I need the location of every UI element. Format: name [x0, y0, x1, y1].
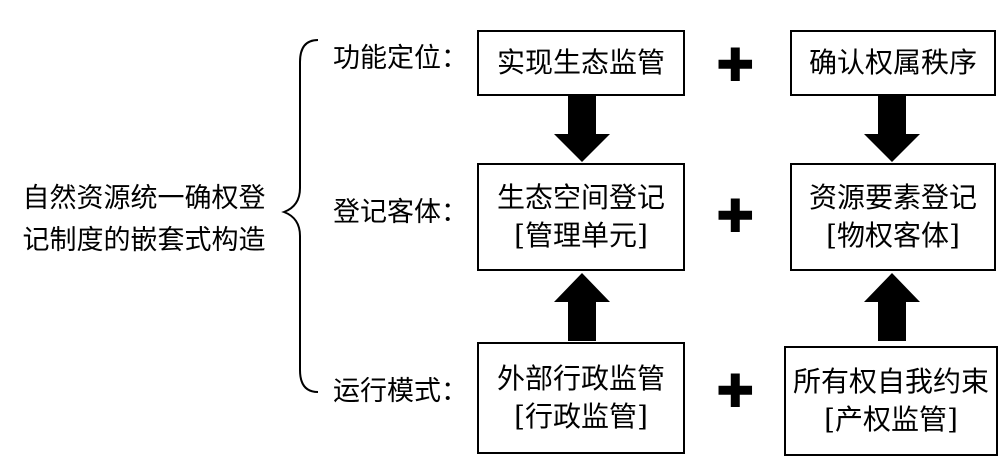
- box-line-2: [产权监管]: [824, 403, 958, 436]
- box-line-1: 确认权属秩序: [808, 46, 977, 79]
- box-external-administrative-supervision: 外部行政监管 [行政监管]: [477, 342, 685, 454]
- diagram-title-line-1: 自然资源统一确权登: [22, 183, 266, 214]
- box-line-2: [物权客体]: [826, 219, 960, 252]
- plus-icon: ✚: [716, 189, 755, 243]
- left-curly-brace-icon: [281, 39, 319, 393]
- arrow-up-icon: [864, 273, 920, 341]
- box-line-1: 外部行政监管: [496, 362, 665, 395]
- arrow-down-icon: [864, 96, 920, 162]
- row-label-object: 登记客体：: [333, 197, 468, 228]
- box-line-2: [行政监管]: [514, 400, 648, 433]
- row-label-function: 功能定位：: [333, 43, 468, 74]
- box-line-1: 生态空间登记: [496, 181, 665, 214]
- box-ecospace-registration: 生态空间登记 [管理单元]: [477, 163, 685, 271]
- box-line-1: 所有权自我约束: [792, 365, 989, 398]
- box-line-1: 资源要素登记: [808, 181, 977, 214]
- plus-icon: ✚: [716, 364, 755, 418]
- row-label-mode: 运行模式：: [333, 376, 468, 407]
- box-line-1: 实现生态监管: [496, 46, 665, 79]
- diagram-title: 自然资源统一确权登 记制度的嵌套式构造: [0, 178, 288, 262]
- box-resource-element-registration: 资源要素登记 [物权客体]: [790, 163, 996, 271]
- plus-icon: ✚: [716, 38, 755, 92]
- box-ownership-order: 确认权属秩序: [790, 30, 996, 96]
- arrow-down-icon: [554, 96, 610, 162]
- box-ecological-supervision: 实现生态监管: [477, 30, 685, 96]
- diagram-title-line-2: 记制度的嵌套式构造: [22, 225, 266, 256]
- arrow-up-icon: [554, 273, 610, 341]
- box-line-2: [管理单元]: [514, 219, 648, 252]
- box-ownership-self-restraint: 所有权自我约束 [产权监管]: [784, 346, 998, 456]
